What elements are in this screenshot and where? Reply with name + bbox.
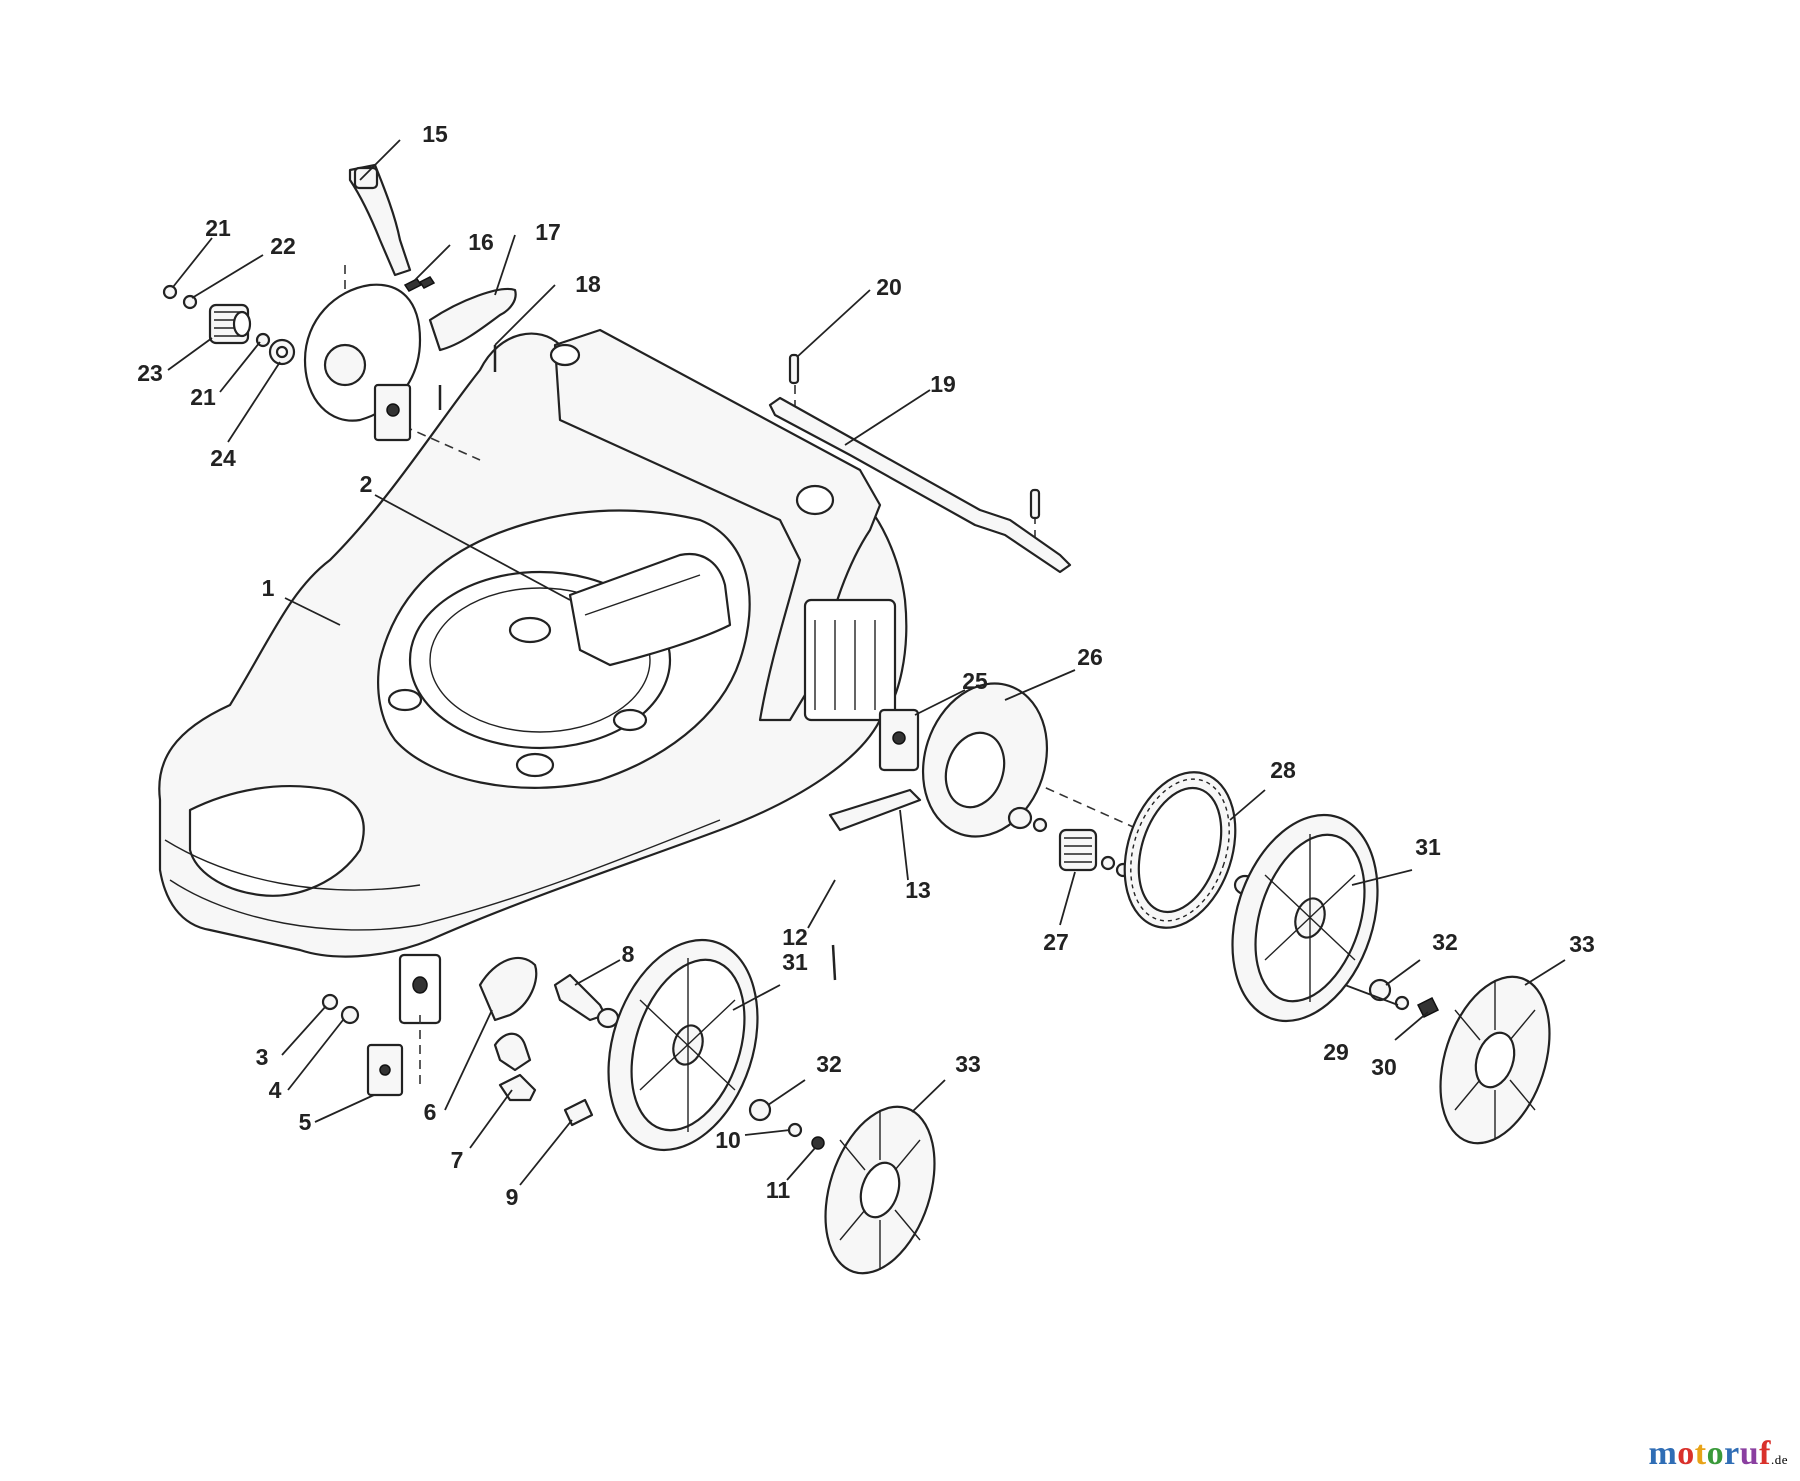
watermark-letter: o [1706,1435,1725,1472]
watermark-letter: o [1677,1435,1695,1472]
bearing [1007,806,1033,830]
washer-4 [340,1005,360,1025]
screw-16 [418,276,436,289]
height-adjuster-6 [478,956,538,1022]
callout-21-top: 21 [205,215,231,241]
callout-16: 16 [468,229,494,255]
callout-5: 5 [299,1109,312,1135]
washer-29 [1394,995,1410,1011]
callout-22: 22 [270,233,296,259]
callout-26: 26 [1077,644,1103,670]
callout-20: 20 [876,274,902,300]
callout-labels: 1 2 3 4 5 6 7 8 9 10 11 12 13 15 16 17 1… [137,121,1595,1210]
callout-32-front: 32 [816,1051,842,1077]
clip-7 [498,1073,537,1102]
callout-3: 3 [256,1044,269,1070]
watermark-letter: t [1694,1435,1707,1472]
watermark-letter: m [1648,1435,1678,1472]
callout-21-bottom: 21 [190,384,216,410]
bracket-7 [493,1032,532,1072]
leader-lines [167,139,1566,1186]
washer [1032,817,1048,833]
callout-12: 12 [782,924,808,950]
callout-23: 23 [137,360,163,386]
nut-3 [321,993,339,1011]
lever-grip [353,166,379,190]
callout-1: 1 [262,575,275,601]
rear-wheel [1231,813,1379,1023]
pinion-27 [1058,828,1098,872]
callout-31-rear: 31 [1415,834,1441,860]
rear-axle [768,396,1072,574]
callout-30: 30 [1371,1054,1397,1080]
washer-10 [787,1122,803,1138]
callout-13: 13 [905,877,931,903]
callout-9: 9 [506,1184,519,1210]
ring-gear-28 [1123,771,1237,929]
watermark-letter: f [1759,1435,1771,1472]
bolt-30 [1416,996,1440,1019]
callout-27: 27 [1043,929,1069,955]
callout-8: 8 [622,941,635,967]
callout-15: 15 [422,121,448,147]
pin-20 [1029,488,1041,520]
callout-25: 25 [962,668,988,694]
plate-hub [323,343,367,387]
nut-11 [811,1136,825,1150]
watermark-logo: motoruf.de [1648,1435,1788,1473]
bushing-32 [748,1098,772,1122]
callout-33-front: 33 [955,1051,981,1077]
gear-23 [208,303,252,345]
watermark-letter: r [1724,1435,1740,1472]
callout-32-rear: 32 [1432,929,1458,955]
height-lever [348,163,412,277]
watermark-letter: u [1739,1435,1760,1472]
callout-11: 11 [766,1177,791,1203]
bushing-32 [1368,978,1392,1002]
pin-20 [788,353,800,385]
screw-12 [831,944,837,981]
circlip-21 [162,284,178,300]
screw-16 [403,278,423,292]
bracket-hole [892,731,906,745]
callout-17: 17 [535,219,561,245]
washer [1100,855,1116,871]
callout-10: 10 [715,1127,741,1153]
front-wheel [607,938,759,1152]
bearing-24 [268,338,296,366]
callout-31-front: 31 [782,949,808,975]
bracket-13 [828,788,922,832]
callout-19: 19 [930,371,956,397]
callout-2: 2 [360,471,373,497]
callout-7: 7 [451,1147,464,1173]
callout-33-rear: 33 [1569,931,1595,957]
bolt-9 [563,1098,594,1127]
rear-hub-cap [1439,975,1551,1145]
callout-29: 29 [1323,1039,1349,1065]
callout-6: 6 [424,1099,437,1125]
bracket-hole [386,403,400,417]
callout-24: 24 [210,445,236,471]
callout-28: 28 [1270,757,1296,783]
washer-22 [182,294,198,310]
front-hub-cap [824,1105,936,1275]
watermark-text: motoruf [1648,1435,1771,1472]
mower-deck-body [158,328,908,1025]
drive-cover-26 [921,682,1049,838]
lever-bracket [428,287,517,352]
bracket-hole [379,1064,391,1076]
callout-4: 4 [269,1077,282,1103]
watermark-suffix: .de [1770,1452,1788,1467]
callout-18: 18 [575,271,601,297]
